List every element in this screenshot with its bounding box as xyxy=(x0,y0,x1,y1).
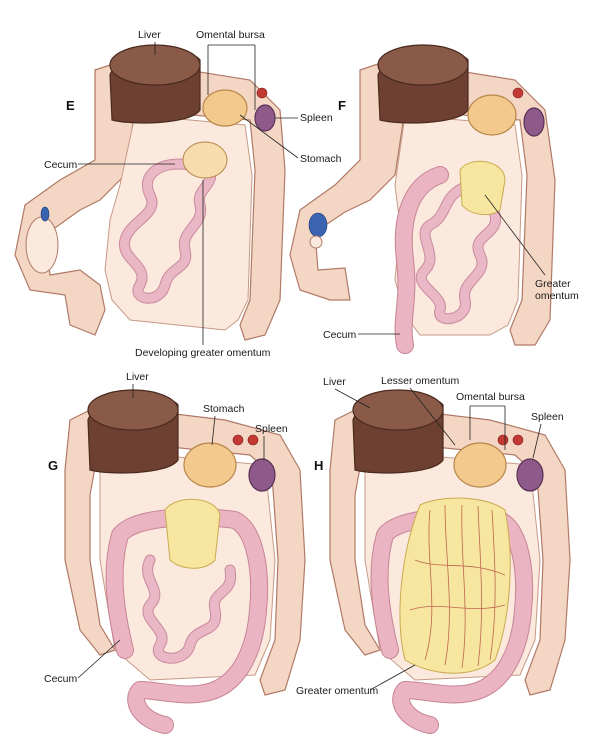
stomach xyxy=(183,442,237,488)
spleen xyxy=(523,107,545,137)
label-cecum: Cecum xyxy=(44,673,78,685)
panel-e: E Liver Omental bursa Spleen Stomach Cec… xyxy=(14,29,342,359)
spleen xyxy=(254,104,276,132)
label-cecum: Cecum xyxy=(323,329,357,341)
panel-label: G xyxy=(48,458,58,473)
stomach xyxy=(202,89,248,127)
body-wall xyxy=(14,59,286,341)
label-lesser-omentum: Lesser omentum xyxy=(381,375,459,387)
label-liver: Liver xyxy=(138,29,161,41)
label-liver: Liver xyxy=(126,371,149,383)
label-greater-omentum: Greater omentum xyxy=(296,685,379,697)
label-spleen: Spleen xyxy=(255,423,288,435)
stomach xyxy=(453,442,507,488)
tube-opening xyxy=(25,216,59,274)
spleen xyxy=(248,458,276,492)
panel-label: F xyxy=(338,98,346,113)
cecum xyxy=(395,167,448,353)
panel-label: E xyxy=(66,98,75,113)
panel-h: H Liver Lesser omentum Omental bursa Spl… xyxy=(296,375,571,734)
vessel-icon xyxy=(40,206,50,222)
label-omental-bursa: Omental bursa xyxy=(196,29,265,41)
greater-omentum xyxy=(459,160,506,216)
greater-omentum xyxy=(399,497,511,674)
label-liver: Liver xyxy=(323,376,346,388)
label-omental-bursa: Omental bursa xyxy=(456,391,525,403)
label-developing-greater-omentum: Developing greater omentum xyxy=(135,347,271,359)
panel-g: G Liver Stomach Spleen Cecum xyxy=(44,371,306,734)
label-stomach: Stomach xyxy=(203,403,245,415)
body-wall xyxy=(289,59,556,346)
developing-greater-omentum xyxy=(182,141,228,179)
panel-label: H xyxy=(314,458,323,473)
spleen xyxy=(516,458,544,492)
label-stomach: Stomach xyxy=(300,153,342,165)
label-spleen: Spleen xyxy=(300,112,333,124)
label-spleen: Spleen xyxy=(531,411,564,423)
stomach xyxy=(467,94,517,136)
greater-omentum xyxy=(164,498,221,569)
label-cecum: Cecum xyxy=(44,159,78,171)
